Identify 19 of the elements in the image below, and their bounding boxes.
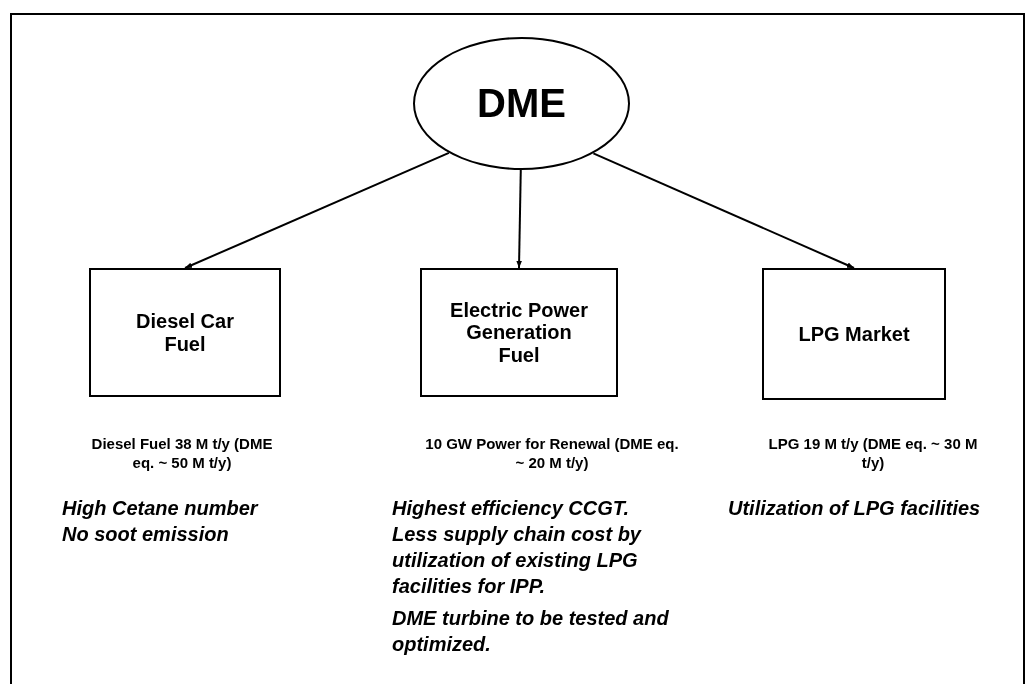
- arrow: [592, 152, 855, 269]
- note-text: Highest efficiency CCGT.: [392, 495, 631, 521]
- note-text: High Cetane number: [62, 495, 260, 521]
- arrow: [516, 169, 522, 269]
- node-label: DME: [477, 81, 566, 126]
- note-text: No soot emission: [62, 521, 230, 547]
- node-label: Electric Power Generation Fuel: [449, 298, 589, 367]
- note-text: Utilization of LPG facilities: [728, 495, 982, 521]
- statistic-text: 10 GW Power for Renewal (DME eq. ~ 20 M t/y): [424, 435, 680, 473]
- statistic-text: Diesel Fuel 38 M t/y (DME eq. ~ 50 M t/y): [90, 435, 274, 473]
- note-text: Less supply chain cost by utilization of existing LPG facilities for IPP.: [392, 521, 643, 599]
- node-label: LPG Market: [798, 322, 910, 346]
- node-label: Diesel Car Fuel: [135, 310, 235, 355]
- category-box: [89, 268, 281, 397]
- category-box: [420, 268, 618, 397]
- statistic-text: LPG 19 M t/y (DME eq. ~ 30 M t/y): [768, 435, 978, 473]
- note-text: DME turbine to be tested and optimized.: [392, 605, 670, 657]
- category-box: [762, 268, 946, 400]
- arrow: [184, 151, 450, 269]
